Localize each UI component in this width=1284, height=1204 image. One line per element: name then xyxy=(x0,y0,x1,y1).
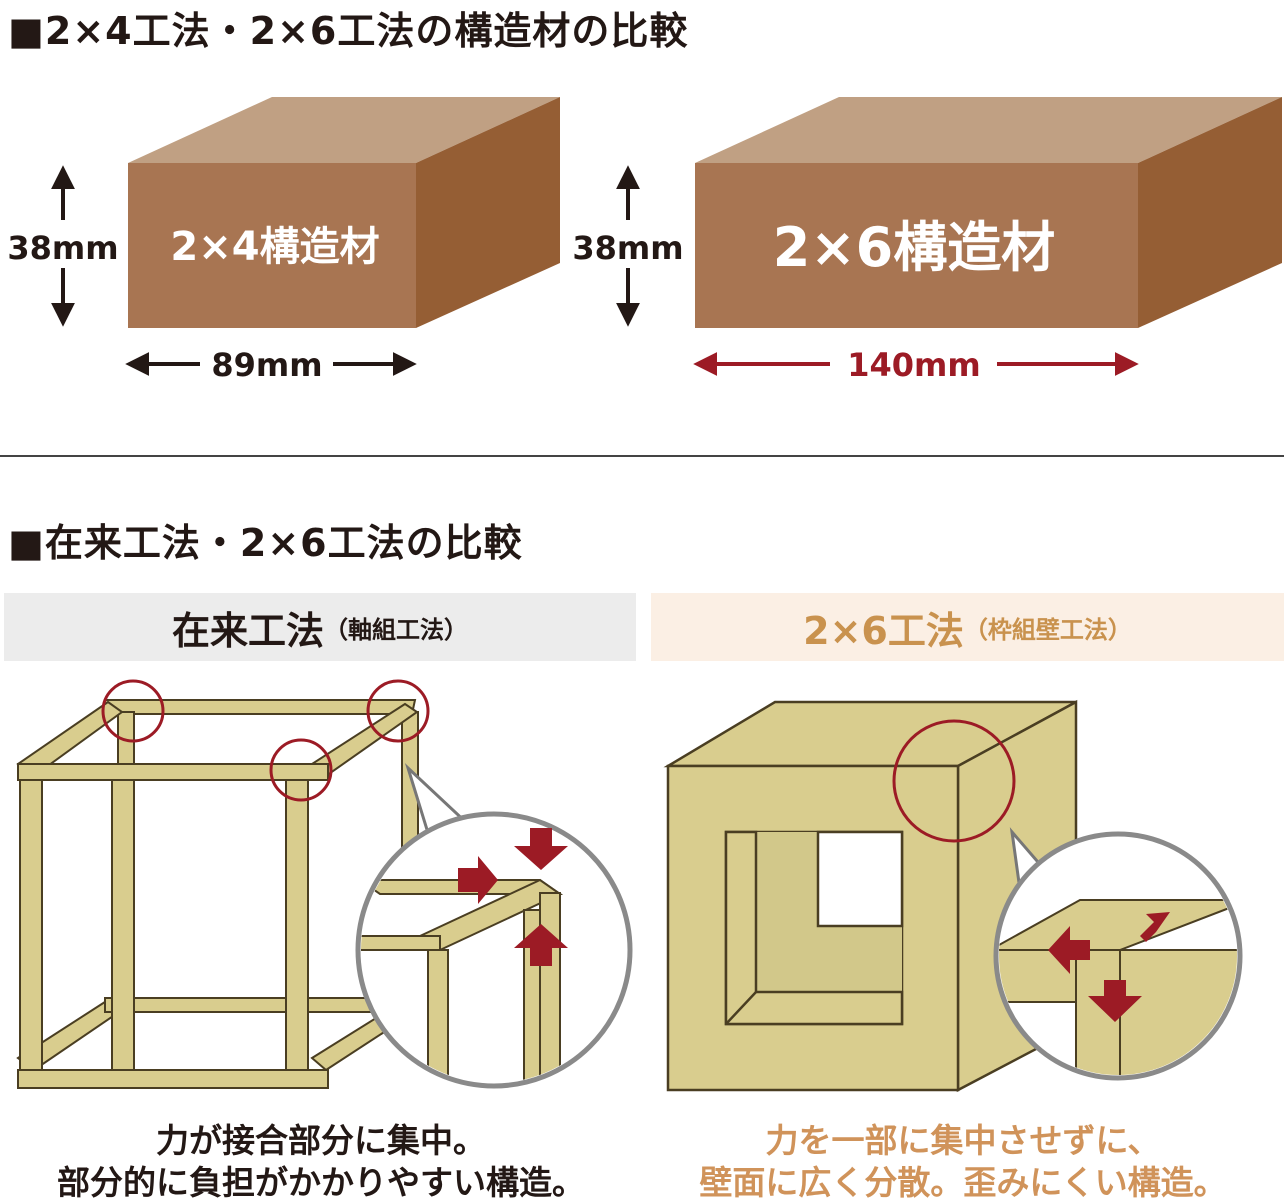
block-2x4-width-dimension: 89mm xyxy=(125,346,417,384)
panel-heading-conventional: 在来工法 xyxy=(171,608,324,653)
caption-conventional-line1: 力が接合部分に集中。 xyxy=(156,1121,486,1160)
block-2x4-height-dimension: 38mm xyxy=(7,165,119,327)
wall-box xyxy=(663,699,1078,1093)
section-title-construction-methods: ■在来工法・2×6工法の比較 xyxy=(8,521,523,565)
panel-subheading-conventional: （軸組工法） xyxy=(324,615,468,644)
block-2x6-height-label: 38mm xyxy=(572,229,683,267)
force-arrow-icon xyxy=(458,828,568,966)
block-2x6-side xyxy=(1138,97,1282,328)
panel-header-2x6: 2×6工法（枠組壁工法） xyxy=(651,593,1284,661)
section-divider xyxy=(0,455,1284,457)
force-arrow-icon xyxy=(1048,912,1170,1022)
timber-frame xyxy=(16,699,420,1089)
block-2x6: 2×6構造材 xyxy=(695,97,1282,328)
panel-header-conventional: 在来工法（軸組工法） xyxy=(4,593,636,661)
caption-conventional-line2: 部分的に負担がかかりやすい構造。 xyxy=(57,1163,585,1202)
block-2x6-label: 2×6構造材 xyxy=(773,216,1055,279)
block-2x4-width-label: 89mm xyxy=(211,346,322,384)
block-2x4: 2×4構造材 xyxy=(128,97,560,328)
focus-circle-icon xyxy=(101,679,430,802)
block-2x4-label: 2×4構造材 xyxy=(170,224,379,270)
block-2x4-height-label: 38mm xyxy=(7,229,118,267)
zoom-detail-conventional xyxy=(355,811,633,1089)
conventional-frame-diagram xyxy=(16,679,633,1089)
block-2x4-side xyxy=(416,97,560,328)
block-2x6-height-dimension: 38mm xyxy=(572,165,684,327)
focus-circle-icon xyxy=(892,719,1016,843)
wall-frame-diagram xyxy=(663,699,1243,1093)
caption-2x6-line1: 力を一部に集中させずに、 xyxy=(765,1121,1161,1160)
caption-conventional: 力が接合部分に集中。 部分的に負担がかかりやすい構造。 xyxy=(0,1120,642,1202)
panel-heading-2x6: 2×6工法 xyxy=(803,608,964,653)
block-2x6-width-label: 140mm xyxy=(847,346,980,384)
block-2x4-front xyxy=(128,163,416,328)
caption-2x6: 力を一部に集中させずに、 壁面に広く分散。歪みにくい構造。 xyxy=(642,1120,1284,1202)
block-2x6-front xyxy=(695,163,1138,328)
structural-members-diagram: 2×4構造材 38mm 89mm 2×6構造材 38mm 140mm xyxy=(7,97,1282,384)
zoom-detail-2x6 xyxy=(993,831,1243,1081)
block-2x6-width-dimension: 140mm xyxy=(693,346,1139,384)
block-2x6-top xyxy=(695,97,1282,163)
panel-subheading-2x6: （枠組壁工法） xyxy=(963,615,1132,644)
caption-2x6-line2: 壁面に広く分散。歪みにくい構造。 xyxy=(699,1163,1227,1202)
section-title-structural-members: ■2×4工法・2×6工法の構造材の比較 xyxy=(8,9,689,53)
